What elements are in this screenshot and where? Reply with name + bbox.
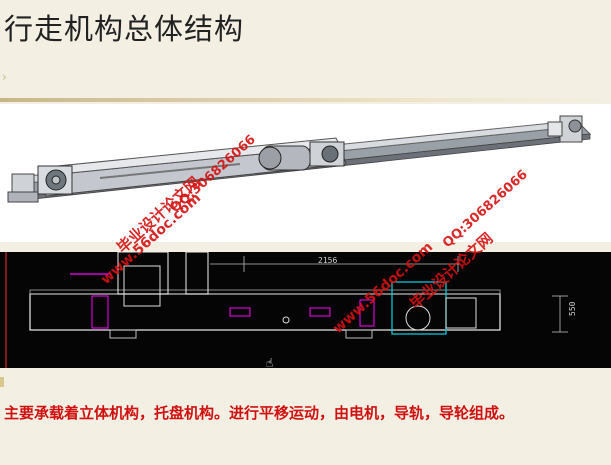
drive-wheel — [321, 145, 339, 163]
cad-block-left — [123, 265, 161, 307]
motor-end — [258, 146, 282, 170]
left-wheel-hub — [51, 175, 61, 185]
dimension-vertical: 550 — [568, 301, 577, 316]
cad-post-right — [185, 251, 209, 295]
cad-hole — [282, 316, 290, 324]
rail-3d-drawing — [7, 115, 592, 203]
carriage-slot — [99, 163, 241, 179]
cad-magenta-5 — [359, 299, 375, 327]
cad-end-right — [445, 297, 477, 329]
caption-bullet — [0, 377, 4, 387]
right-end-cap — [547, 121, 563, 137]
slide-title: 行走机构总体结构 — [4, 12, 245, 46]
left-end-plate — [7, 191, 39, 203]
slide-caption: 主要承载着立体机构，托盘机构。进行平移运动，由电机，导轨，导轮组成。 — [4, 404, 515, 422]
cad-upper-bar — [29, 289, 501, 295]
cad-drive-wheel — [405, 305, 431, 331]
rail-3d-render — [0, 104, 611, 242]
cad-drawing-panel — [0, 251, 611, 368]
cad-magenta-3 — [229, 307, 251, 317]
side-mark: › — [2, 70, 7, 84]
cad-magenta-2 — [91, 295, 109, 329]
cad-post-left — [117, 251, 169, 295]
title-rule — [0, 98, 611, 102]
dimension-horizontal: 2156 — [318, 256, 338, 265]
hand-cursor-icon: ☝ — [266, 356, 274, 370]
cad-magenta-4 — [309, 307, 331, 317]
cad-wheel-left — [109, 329, 137, 339]
cad-wheel-right — [345, 329, 373, 339]
cad-drawing — [5, 251, 568, 368]
right-end-roller — [568, 119, 582, 133]
